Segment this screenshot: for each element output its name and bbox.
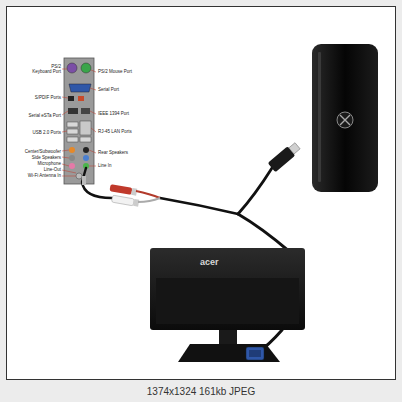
frame (7, 7, 396, 380)
brand-logo: acer (200, 257, 219, 267)
port-label: Side Speakers (14, 155, 61, 160)
port-label: PS/2 Mouse Port (98, 69, 138, 74)
rca-plugs (82, 176, 160, 207)
port-label: Serial eSTa Port (20, 113, 61, 118)
port-label: S/PDIF Ports (20, 95, 61, 100)
port-label: Center/Subwoofer (14, 149, 61, 154)
port-label: Microphone (14, 161, 61, 166)
port-label: USB 2.0 Ports (20, 130, 61, 135)
game-console (312, 44, 378, 192)
port-label: Rear Speakers (98, 150, 138, 155)
port-label: RJ-45 LAN Ports (98, 129, 138, 134)
image-caption: 1374x1324 161kb JPEG (0, 386, 402, 398)
port-label: IEEE 1394 Port (98, 111, 138, 116)
port-label: Serial Port (98, 87, 138, 92)
io-panel (64, 58, 94, 184)
port-label: Wi-Fi Antenna In (14, 173, 61, 178)
monitor (150, 248, 305, 362)
leader-lines (62, 69, 96, 176)
port-label: PS/2 Keyboard Port (32, 64, 61, 74)
port-label: Line In (98, 163, 138, 168)
hdmi-plug (268, 141, 302, 172)
port-label: Line-Out (14, 167, 61, 172)
